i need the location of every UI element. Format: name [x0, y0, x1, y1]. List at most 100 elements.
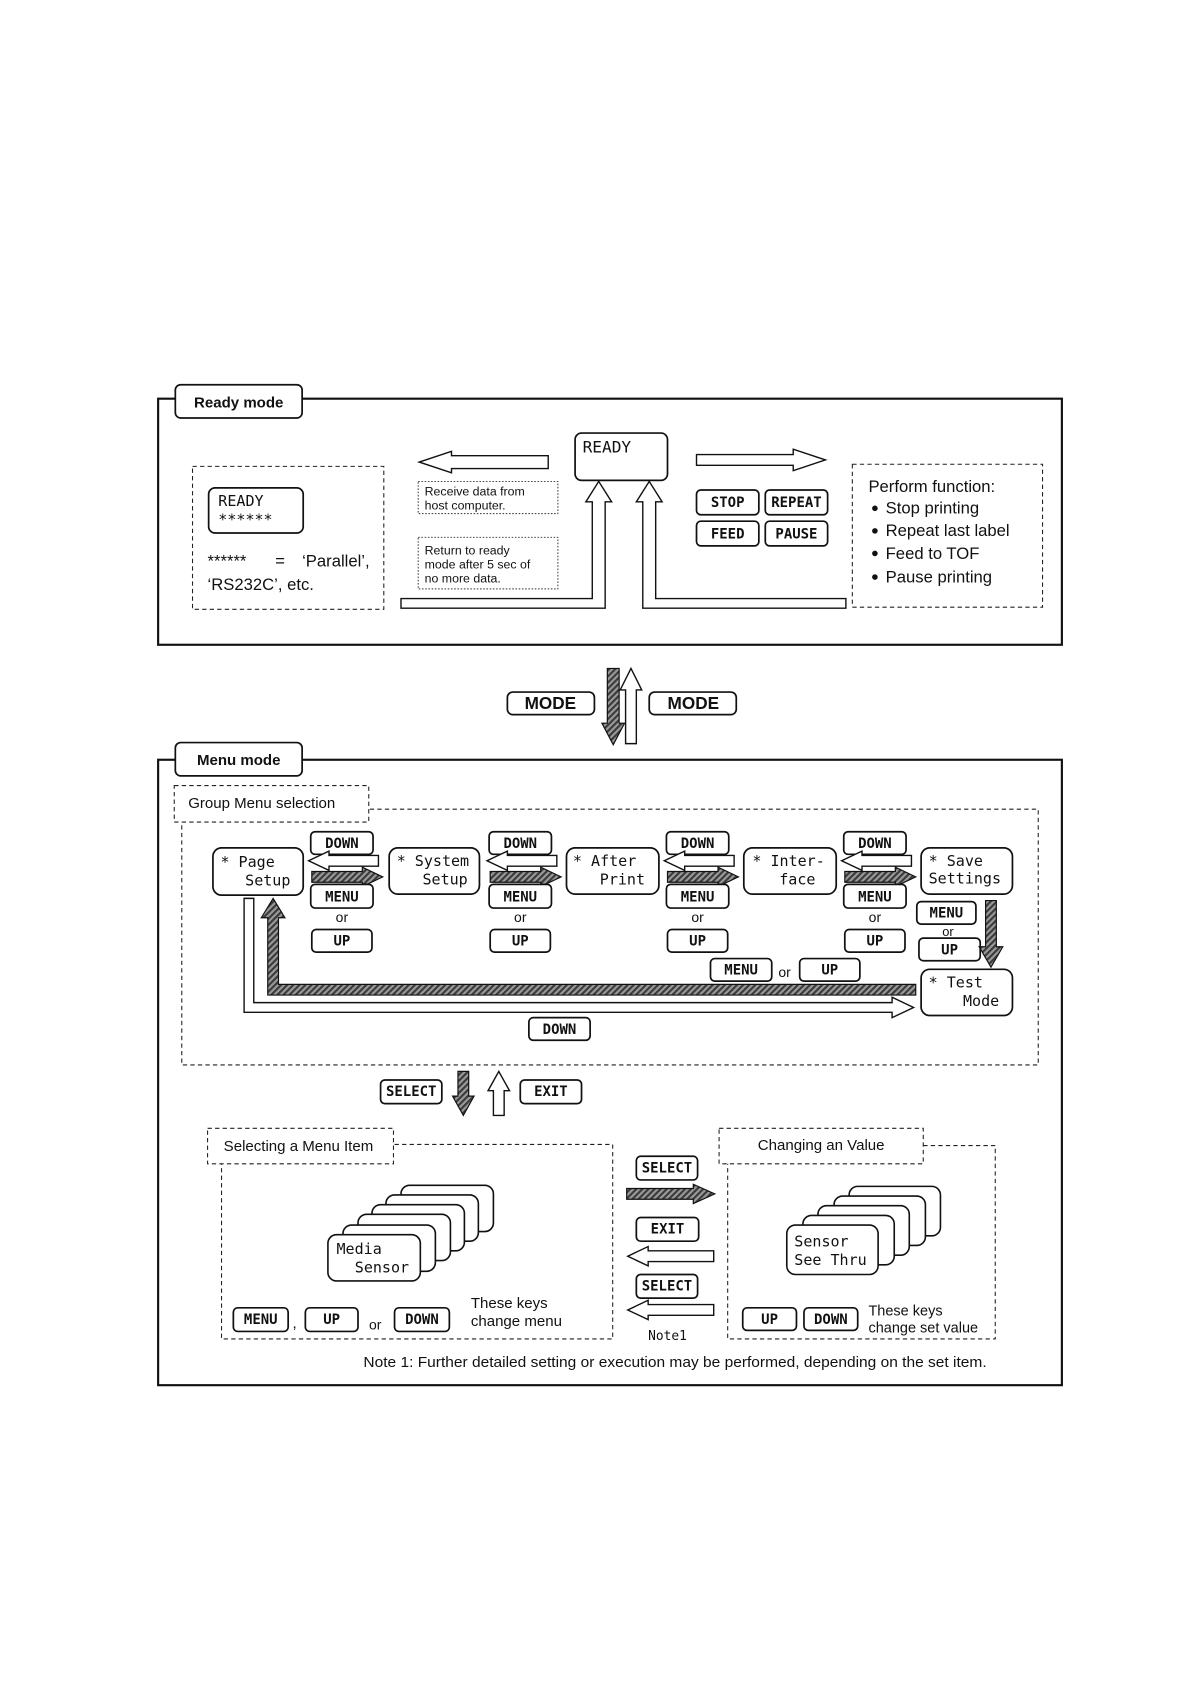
hollow-left-arrow — [662, 849, 735, 872]
group-page-setup-line-1: * Page — [220, 853, 274, 871]
value-transition: SELECT EXIT SELECT Note1 — [626, 1155, 717, 1344]
group-save-settings-line-1: * Save — [929, 852, 983, 870]
down-key-label: DOWN — [814, 1312, 848, 1328]
menu-mode-section: Menu mode Group Menu selection * Page Se… — [157, 741, 1063, 1387]
menu-key-label: MENU — [503, 890, 537, 906]
menu-item-hint-line-1: These keys — [471, 1295, 548, 1312]
menu-item-hint-line-2: change menu — [471, 1313, 562, 1330]
stop-key-cap — [695, 489, 760, 516]
filled-down-arrow — [451, 1070, 476, 1117]
down-key-label: DOWN — [858, 836, 892, 852]
function-item-pause: Pause printing — [886, 567, 992, 586]
ready-display-box — [574, 432, 669, 482]
hollow-left-arrow — [306, 849, 380, 872]
port-example-dashed-box — [191, 465, 385, 610]
up-key-label: UP — [512, 934, 529, 950]
stop-key-label: STOP — [711, 495, 745, 511]
group-interface: * Inter- face — [742, 847, 838, 895]
lcd-example-line-1: READY — [218, 492, 263, 510]
menu-key-label: MENU — [681, 890, 715, 906]
changing-value: Changing an Value Sensor See Thru UP DOW… — [718, 1127, 996, 1340]
note-1-marker: Note1 — [648, 1329, 687, 1344]
up-key-cap — [798, 957, 861, 982]
receive-data-note: Receive data from host computer. — [417, 480, 559, 515]
sensor-see-thru-card — [785, 1224, 879, 1276]
hollow-left-arrow — [626, 1245, 715, 1268]
group-interface-line-1: * Inter- — [752, 852, 824, 870]
select-key-cap — [379, 1079, 443, 1105]
group-test-mode-line-2: Mode — [963, 992, 999, 1010]
function-item-stop: Stop printing — [886, 499, 979, 518]
or-text: or — [942, 924, 954, 939]
footnote: Note 1: Further detailed setting or exec… — [363, 1355, 986, 1371]
sensor-see-thru-line-2: See Thru — [794, 1251, 866, 1269]
menu-mode-label-box — [174, 741, 303, 777]
down-key-label: DOWN — [405, 1312, 439, 1328]
select-exit-transition: SELECT EXIT — [379, 1069, 583, 1117]
down-key-cap — [528, 1016, 591, 1042]
group-page-setup-box — [212, 847, 305, 897]
menu-key-cap — [309, 883, 374, 909]
group-after-print-line-1: * After — [573, 852, 636, 870]
menu-key-cap — [842, 883, 907, 909]
pause-key: PAUSE — [764, 520, 829, 547]
down-key-label: DOWN — [681, 836, 715, 852]
menu-key-label: MENU — [858, 890, 892, 906]
value-hint-line-2: change set value — [868, 1321, 978, 1337]
return-note-line-2: mode after 5 sec of — [425, 557, 531, 571]
hollow-left-arrow — [417, 450, 549, 474]
down-key-cap — [665, 830, 730, 856]
ready-display-text: READY — [583, 437, 632, 456]
group-save-settings-line-2: Settings — [929, 869, 1001, 887]
or-text: or — [691, 909, 704, 925]
group-system-setup: * System Setup — [388, 847, 481, 895]
mode-transition: MODE MODE — [506, 666, 738, 746]
menu-item-label-box — [207, 1127, 395, 1165]
ready-mode-label: Ready mode — [174, 383, 303, 419]
value-label-box — [718, 1127, 924, 1165]
select-key-label: SELECT — [642, 1160, 692, 1176]
menu-item-dashed-box — [220, 1143, 614, 1340]
group-test-mode: * Test Mode — [920, 968, 1014, 1017]
select-key-label: SELECT — [642, 1279, 692, 1295]
menu-key-label: MENU — [724, 963, 758, 979]
exit-key-cap — [635, 1216, 700, 1243]
group-nav-keys-1: DOWN MENU or UP — [306, 830, 385, 953]
group-save-settings-box — [920, 847, 1014, 895]
up-key-label: UP — [689, 934, 706, 950]
media-sensor-card — [327, 1233, 422, 1282]
group-page-setup-line-2: Setup — [245, 871, 290, 889]
port-placeholder-stars: ****** — [208, 551, 247, 570]
lcd-display-example — [207, 487, 305, 534]
selecting-menu-item: Selecting a Menu Item Media Sensor MENU … — [207, 1127, 614, 1340]
group-system-setup-line-1: * System — [397, 852, 469, 870]
group-nav-keys-3: DOWN MENU or UP — [662, 830, 740, 953]
hollow-up-arrow — [486, 1069, 511, 1117]
menu-mode-frame — [157, 758, 1063, 1387]
return-to-ready-note: Return to ready mode after 5 sec of no m… — [417, 536, 559, 590]
pause-key-label: PAUSE — [775, 526, 817, 542]
bullet-icon — [872, 574, 878, 580]
menu-key-cap — [232, 1306, 290, 1333]
hollow-right-arrow — [695, 448, 828, 472]
port-value-parallel: ‘Parallel’, — [302, 551, 370, 570]
menu-mode-label-text: Menu mode — [197, 752, 281, 769]
media-sensor-line-1: Media — [337, 1240, 382, 1258]
menu-item-label: Selecting a Menu Item — [224, 1138, 374, 1155]
mode-key-label: MODE — [668, 693, 720, 713]
feed-key-label: FEED — [711, 526, 745, 542]
up-key-cap — [489, 928, 552, 953]
group-test-mode-line-1: * Test — [929, 974, 983, 992]
or-text: or — [369, 1316, 382, 1332]
exit-key-label: EXIT — [534, 1084, 568, 1100]
filled-down-arrow — [600, 667, 626, 746]
repeat-key-cap — [764, 489, 829, 516]
hollow-up-arrow — [619, 666, 643, 745]
test-mode-return-arrow — [260, 897, 917, 996]
loop-menu-or-up-keys: MENU or UP — [709, 957, 861, 982]
select-key-cap — [635, 1273, 699, 1299]
menu-key-cap — [709, 957, 773, 982]
ready-mode-frame — [157, 397, 1063, 646]
down-key-cap — [842, 830, 907, 856]
up-key-label: UP — [323, 1312, 340, 1328]
